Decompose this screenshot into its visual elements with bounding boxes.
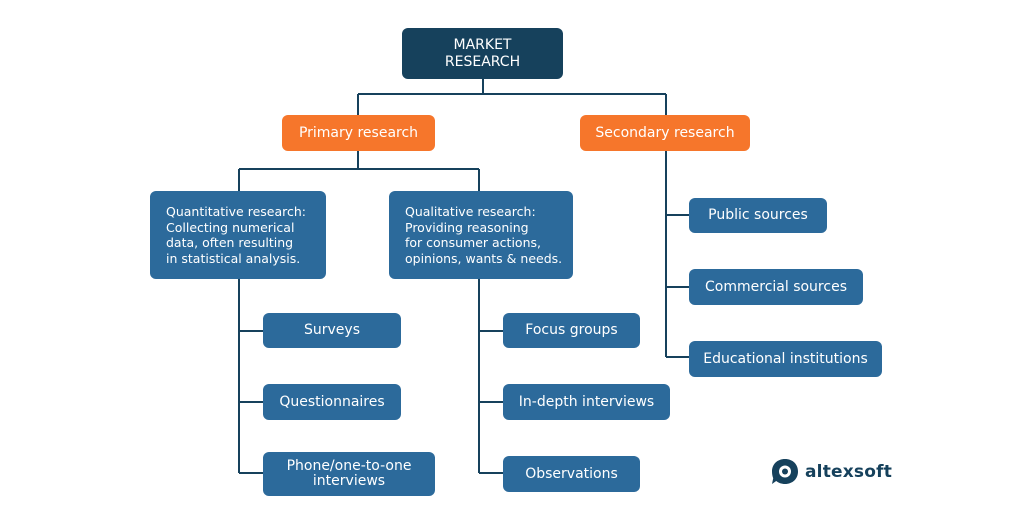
secondary-research-label: Secondary research [595,124,735,141]
connector-secondary-sources [665,151,689,358]
altexsoft-logo-text: altexsoft [805,462,893,482]
market-research-line1: MARKET [453,36,512,53]
phone-interviews-line1: Phone/one-to-one [286,458,412,474]
primary-research-node: Primary research [282,115,435,151]
market-research-line2: RESEARCH [444,53,521,70]
market-research-node: MARKET RESEARCH [402,28,563,79]
quantitative-line: Quantitative research: [166,204,307,219]
quantitative-line: in statistical analysis. [166,250,301,266]
focus-groups-node: Focus groups [503,313,640,348]
altexsoft-logo-icon [772,459,798,484]
qualitative-line: for consumer actions, [405,235,541,250]
commercial-sources-label: Commercial sources [705,278,847,295]
qualitative-line: Providing reasoning [405,219,529,235]
commercial-sources-node: Commercial sources [689,269,863,305]
qualitative-line: opinions, wants & needs. [405,250,563,266]
connector-primary-to-types [238,151,480,191]
phone-interviews-line2: interviews [312,473,386,489]
focus-groups-label: Focus groups [525,322,618,338]
observations-node: Observations [503,456,640,492]
quantitative-research-node: Quantitative research: Collecting numeri… [150,191,326,279]
educational-institutions-node: Educational institutions [689,341,882,377]
public-sources-label: Public sources [708,207,808,223]
surveys-node: Surveys [263,313,401,348]
quantitative-line: data, often resulting [166,235,294,250]
primary-research-label: Primary research [298,124,419,141]
quantitative-line: Collecting numerical [166,219,295,235]
phone-interviews-node: Phone/one-to-one interviews [263,452,435,496]
surveys-label: Surveys [304,322,360,338]
in-depth-interviews-node: In-depth interviews [503,384,670,420]
connector-root-to-categories [357,79,667,115]
altexsoft-logo: altexsoft [770,457,892,487]
connector-qualitative-methods [478,279,503,474]
qualitative-line: Qualitative research: [405,204,536,219]
questionnaires-node: Questionnaires [263,384,401,420]
public-sources-node: Public sources [689,198,827,233]
secondary-research-node: Secondary research [580,115,750,151]
connector-quantitative-methods [238,279,263,474]
in-depth-interviews-label: In-depth interviews [518,393,655,410]
questionnaires-label: Questionnaires [279,393,385,410]
educational-institutions-label: Educational institutions [703,350,868,367]
qualitative-research-node: Qualitative research: Providing reasonin… [389,191,573,279]
observations-label: Observations [525,465,618,482]
